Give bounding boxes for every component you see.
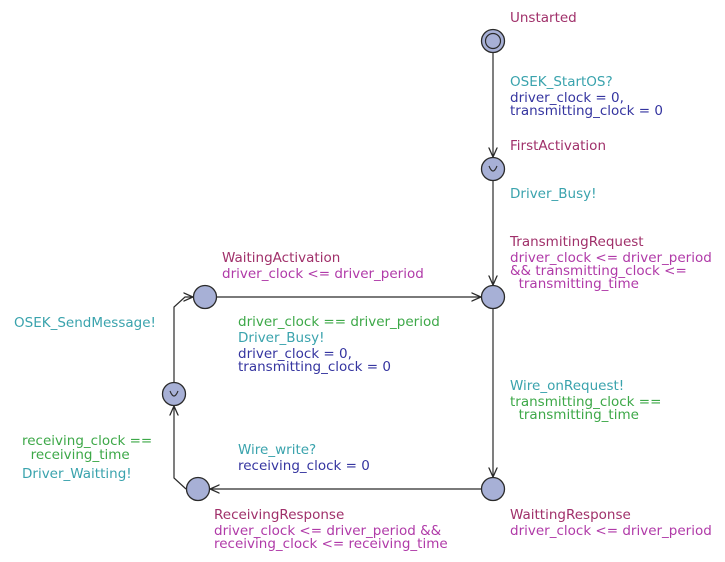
location-committed[interactable] bbox=[161, 381, 187, 407]
edge-receivingresponse-to-committed[interactable] bbox=[174, 406, 187, 490]
waitingactivation-name: WaitingActivation bbox=[222, 250, 340, 266]
location-transmitingrequest[interactable] bbox=[480, 284, 506, 310]
location-unstarted[interactable] bbox=[480, 28, 506, 54]
receivingresponse-invariant-line-1: driver_clock <= driver_period && bbox=[214, 523, 442, 539]
transmitingrequest-name: TransmitingRequest bbox=[509, 234, 644, 250]
waitting-guard-line-2: receiving_time bbox=[22, 447, 130, 463]
waittingresponse-invariant: driver_clock <= driver_period bbox=[510, 523, 712, 539]
location-receivingresponse[interactable] bbox=[185, 476, 211, 502]
start-os-assign-line-2: transmitting_clock = 0 bbox=[510, 103, 663, 119]
transmitingrequest-invariant-line-3: transmitting_time bbox=[510, 276, 639, 292]
periodic-assign-line-2: transmitting_clock = 0 bbox=[238, 359, 391, 375]
transmitingrequest-invariant-line-1: driver_clock <= driver_period bbox=[510, 250, 712, 266]
location-firstactivation[interactable] bbox=[480, 156, 506, 182]
periodic-guard: driver_clock == driver_period bbox=[238, 314, 440, 330]
firstactivation-name: FirstActivation bbox=[510, 138, 606, 154]
periodic-assign-line-1: driver_clock = 0, bbox=[238, 346, 352, 362]
wire-write-sync: Wire_write? bbox=[238, 442, 316, 458]
on-request-guard-line-2: transmitting_time bbox=[510, 407, 639, 423]
unstarted-name: Unstarted bbox=[510, 10, 577, 26]
periodic-sync: Driver_Busy! bbox=[238, 330, 325, 346]
on-request-sync: Wire_onRequest! bbox=[510, 378, 624, 394]
wire-write-assign: receiving_clock = 0 bbox=[238, 458, 370, 474]
committed-marker-icon bbox=[169, 390, 179, 397]
receivingresponse-invariant-line-2: receiving_clock <= receiving_time bbox=[214, 536, 448, 552]
waittingresponse-name: WaittingResponse bbox=[510, 507, 631, 523]
start-os-sync: OSEK_StartOS? bbox=[510, 74, 613, 90]
committed-marker-icon bbox=[488, 165, 498, 172]
transmitingrequest-invariant-line-2: && transmitting_clock <= bbox=[510, 263, 687, 279]
receivingresponse-name: ReceivingResponse bbox=[214, 507, 344, 523]
edge-committed-to-waitingactivation[interactable] bbox=[173, 297, 193, 382]
send-message-sync: OSEK_SendMessage! bbox=[14, 315, 156, 331]
waitting-sync: Driver_Waitting! bbox=[22, 466, 132, 482]
location-waitingactivation[interactable] bbox=[192, 284, 218, 310]
waitingactivation-invariant: driver_clock <= driver_period bbox=[222, 266, 424, 282]
location-waittingresponse[interactable] bbox=[480, 476, 506, 502]
waitting-guard-line-1: receiving_clock == bbox=[22, 433, 152, 449]
on-request-guard-line-1: transmitting_clock == bbox=[510, 394, 661, 410]
driver-busy-first-sync: Driver_Busy! bbox=[510, 186, 597, 202]
start-os-assign-line-1: driver_clock = 0, bbox=[510, 90, 624, 106]
